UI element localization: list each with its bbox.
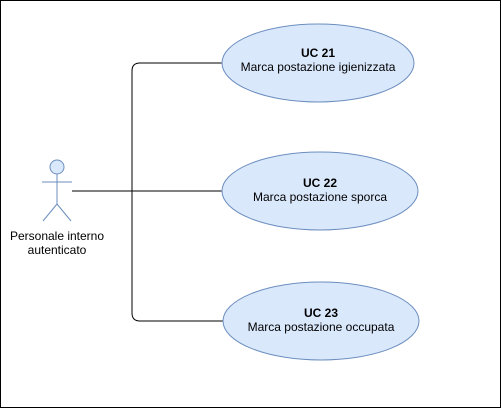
uc22-ellipse[interactable] [221, 151, 419, 231]
actor-figure [42, 159, 72, 222]
uc21-id: UC 21 [300, 46, 335, 60]
actor-head [49, 159, 65, 175]
actor-left-leg [42, 203, 58, 222]
uc21-ellipse[interactable] [221, 23, 415, 103]
connector-uc21 [131, 62, 223, 191]
actor-label: Personale interno autenticato [0, 229, 117, 257]
actor-label-line2: autenticato [27, 243, 87, 257]
uc21-name: Marca postazione igienizzata [240, 60, 396, 74]
uc21-label: UC 21 Marca postazione igienizzata [223, 46, 413, 74]
uc22-id: UC 22 [302, 176, 337, 190]
uc22-label: UC 22 Marca postazione sporca [225, 176, 415, 204]
uc23-id: UC 23 [303, 306, 338, 320]
actor-right-leg [56, 203, 72, 222]
actor-label-line1: Personale interno [9, 229, 105, 243]
uc23-name: Marca postazione occupata [247, 320, 395, 334]
uc23-label: UC 23 Marca postazione occupata [226, 306, 416, 334]
uc23-ellipse[interactable] [222, 281, 420, 361]
connector-uc23 [131, 191, 223, 322]
uc22-name: Marca postazione sporca [252, 190, 388, 204]
